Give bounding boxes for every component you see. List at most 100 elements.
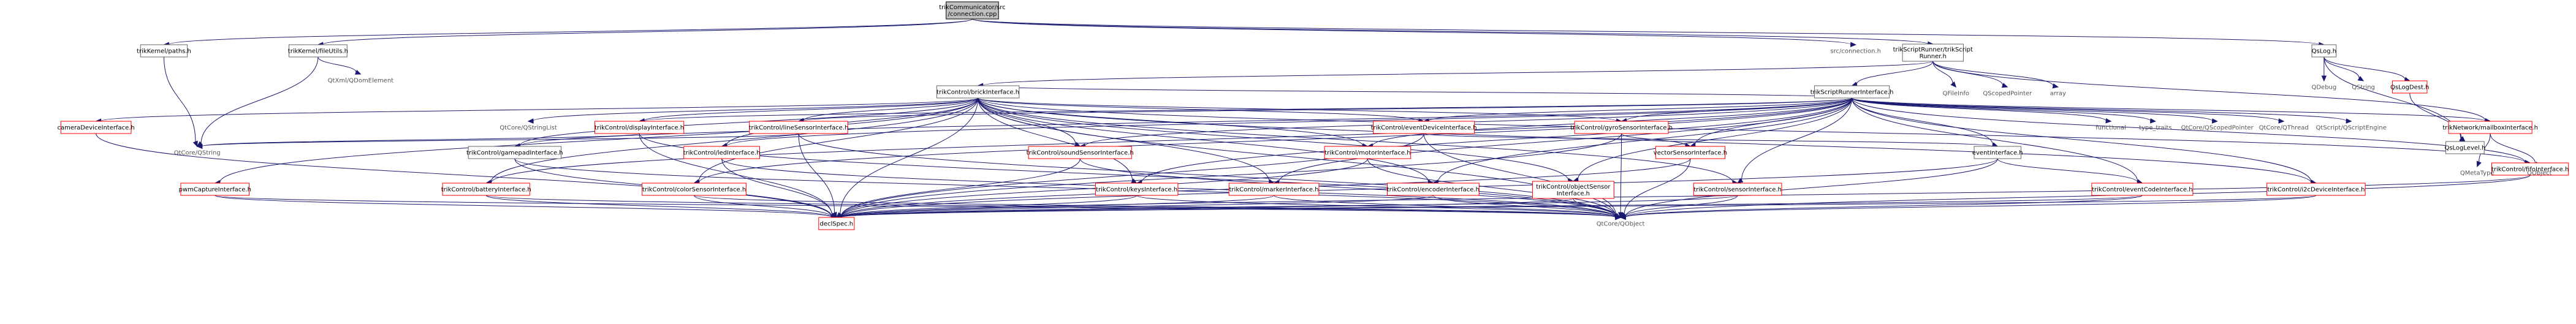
edge-line <box>322 18 973 45</box>
node-colorsensor[interactable]: trikControl/colorSensorInterface.h <box>642 183 747 196</box>
node-label: QsLogLevel.h <box>2444 145 2485 152</box>
edge-arrowhead <box>2001 83 2008 88</box>
edge-line <box>1625 195 2317 218</box>
edge-line <box>1856 61 1934 85</box>
node-label: trikControl/encoderInterface.h <box>1387 187 1480 194</box>
dependency-edge <box>1852 97 2218 124</box>
edge-line <box>1852 97 2107 121</box>
node-qtcoreqobject: QtCore/QObject <box>1597 221 1645 228</box>
node-label: trikControl/objectSensor <box>1536 184 1611 190</box>
node-eventif[interactable]: eventInterface.h <box>1972 146 2023 159</box>
node-qtcoreqstring: QtCore/QString <box>174 150 221 157</box>
node-linesensor[interactable]: trikControl/lineSensorInterface.h <box>749 121 849 134</box>
node-fifo[interactable]: trikControl/fifoInterface.h <box>2491 162 2569 176</box>
node-qslogdest[interactable]: QsLogDest.h <box>2390 80 2429 94</box>
node-label: QObject <box>2527 170 2552 177</box>
edge-arrowhead <box>2357 75 2365 81</box>
node-label: declSpec.h <box>820 221 854 228</box>
node-box <box>442 183 530 196</box>
edge-line <box>202 133 640 147</box>
node-box <box>2266 183 2366 196</box>
edge-arrowhead <box>192 140 198 148</box>
dependency-edge <box>95 97 979 124</box>
dependency-edge <box>638 97 979 124</box>
dependency-edge <box>797 97 979 124</box>
node-eventdevice[interactable]: trikControl/eventDeviceInterface.h <box>1371 121 1477 134</box>
edge-line <box>841 195 1738 218</box>
node-label: trikCommunicator/src <box>939 4 1005 11</box>
node-battery[interactable]: trikControl/batteryInterface.h <box>441 183 531 196</box>
node-box <box>2091 183 2194 196</box>
node-i2c[interactable]: trikControl/i2cDeviceInterface.h <box>2266 183 2366 196</box>
node-label: trikControl/sensorInterface.h <box>1693 187 1782 194</box>
node-sensorif[interactable]: trikControl/sensorInterface.h <box>1693 183 1782 196</box>
node-label: array <box>2050 91 2066 97</box>
node-gyro[interactable]: trikControl/gyroSensorInterface.h <box>1570 121 1673 134</box>
edge-line <box>798 133 1616 217</box>
edge-arrowhead <box>527 118 534 124</box>
node-camera[interactable]: cameraDeviceInterface.h <box>58 121 135 134</box>
node-label: functional <box>2095 125 2126 132</box>
edge-arrowhead <box>2105 118 2112 124</box>
node-scriptrunner[interactable]: trikScriptRunner/trikScriptRunner.h <box>1893 43 1973 62</box>
edge-line <box>1852 97 2526 163</box>
node-motor[interactable]: trikControl/motorInterface.h <box>1324 146 1411 159</box>
nodes-layer: trikCommunicator/src/connection.cpp trikK… <box>58 1 2569 230</box>
node-label: trikControl/soundSensorInterface.h <box>1027 150 1134 157</box>
node-label: trikControl/batteryInterface.h <box>441 187 531 194</box>
edge-line <box>841 175 2531 218</box>
node-label: trikControl/displayInterface.h <box>595 125 684 132</box>
node-soundsensor[interactable]: trikControl/soundSensorInterface.h <box>1027 146 1134 159</box>
node-box <box>1095 183 1179 196</box>
node-runnerif[interactable]: trikScriptRunnerInterface.h <box>1810 85 1894 99</box>
edge-line <box>215 195 832 218</box>
node-declspec[interactable]: declSpec.h <box>818 217 855 230</box>
node-label: trikScriptRunner/trikScript <box>1893 47 1973 53</box>
dependency-edge <box>1573 198 1622 218</box>
node-eventcode[interactable]: trikControl/eventCodeInterface.h <box>2091 183 2194 196</box>
node-brick[interactable]: trikControl/brickInterface.h <box>936 85 1020 99</box>
node-pwmcapture[interactable]: pwmCaptureInterface.h <box>179 183 251 196</box>
node-qfileinfo: QFileInfo <box>1942 91 1969 97</box>
dependency-edge <box>196 56 319 147</box>
edge-line <box>694 195 1616 218</box>
node-gamepad[interactable]: trikControl/gamepadInterface.h <box>466 146 563 159</box>
edge-line <box>168 18 973 45</box>
node-vectorsensor[interactable]: vectorSensorInterface.h <box>1654 146 1727 159</box>
node-paths[interactable]: trikKernel/paths.h <box>137 44 191 58</box>
edge-line <box>1573 198 1617 216</box>
edge-line <box>803 97 979 121</box>
edge-line <box>726 97 979 146</box>
node-label: trikControl/i2cDeviceInterface.h <box>2267 187 2365 194</box>
node-encoder[interactable]: trikControl/encoderInterface.h <box>1387 183 1480 196</box>
edge-line <box>1625 175 2531 218</box>
node-label: Interface.h <box>1557 190 1590 197</box>
node-box <box>1814 85 1890 99</box>
dependency-edge <box>2476 133 2491 168</box>
node-box <box>749 121 848 134</box>
node-qslog[interactable]: QsLog.h <box>2311 44 2337 58</box>
node-label: trikControl/markerInterface.h <box>1229 187 1319 194</box>
node-fileutils[interactable]: trikKernel/fileUtils.h <box>288 44 348 58</box>
node-display[interactable]: trikControl/displayInterface.h <box>595 121 685 134</box>
dependency-edge <box>694 195 838 219</box>
edge-line <box>644 97 979 121</box>
edge-line <box>1852 97 2347 122</box>
edge-line <box>841 195 2143 218</box>
edge-line <box>1852 97 2213 121</box>
node-label: QScopedPointer <box>1983 91 2032 97</box>
node-marker[interactable]: trikControl/markerInterface.h <box>1228 183 1320 196</box>
node-qthread: QtCore/QThread <box>2259 125 2309 132</box>
edge-line <box>1423 133 1617 216</box>
node-mailbox[interactable]: trikNetwork/mailboxInterface.h <box>2442 121 2538 134</box>
edge-line <box>1741 97 1853 181</box>
dependency-edge <box>2323 56 2411 82</box>
edge-line <box>200 56 319 144</box>
node-label: trikControl/lineSensorInterface.h <box>749 125 849 132</box>
node-qslevel[interactable]: QsLogLevel.h <box>2444 141 2485 154</box>
node-keys[interactable]: trikControl/keysInterface.h <box>1095 183 1179 196</box>
node-led[interactable]: trikControl/ledInterface.h <box>683 146 761 159</box>
node-root[interactable]: trikCommunicator/src/connection.cpp <box>939 1 1006 20</box>
